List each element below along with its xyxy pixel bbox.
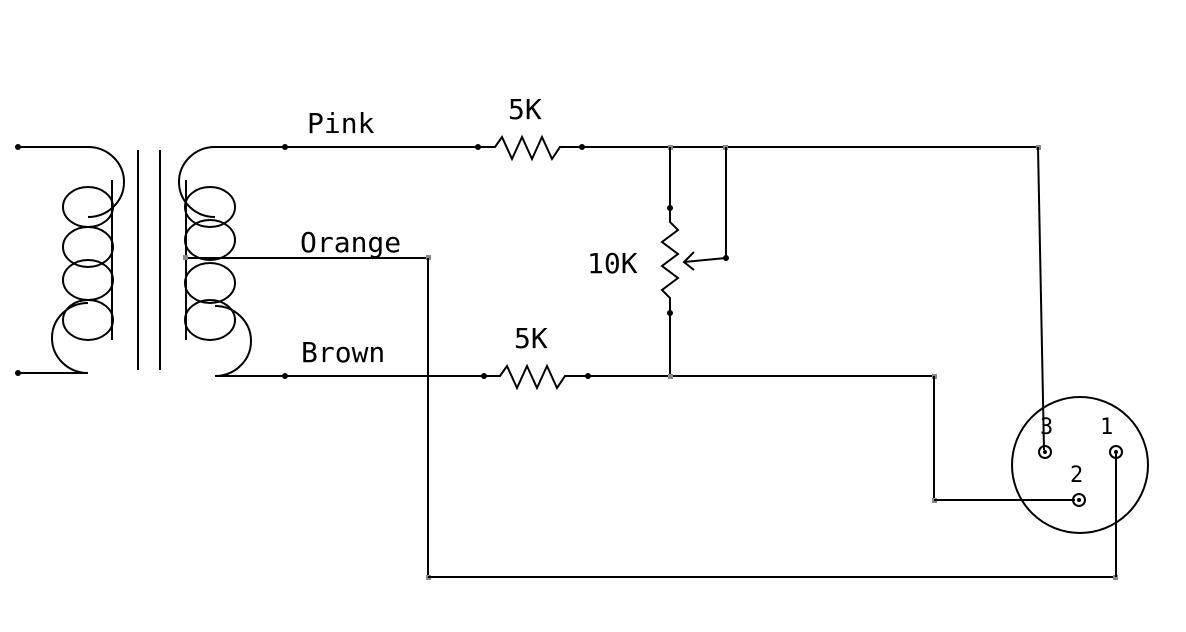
brown-wire — [282, 373, 487, 379]
orange-wire-label: Orange — [300, 226, 401, 259]
brown-wire-label: Brown — [301, 336, 385, 369]
xlr-pin-2 — [1072, 493, 1086, 507]
xlr-pin-1 — [1109, 445, 1123, 459]
pink-wire — [282, 144, 481, 150]
resistor-bottom-5k — [484, 363, 591, 391]
xlr-pin-2-label: 2 — [1070, 463, 1083, 488]
xlr-pin-3-label: 3 — [1040, 415, 1053, 440]
resistor-top-label: 5K — [508, 93, 542, 126]
top-rail-wire — [582, 145, 1041, 150]
bottom-rail-wire — [588, 374, 1075, 503]
xlr-connector: 3 1 2 — [1011, 396, 1149, 534]
resistor-top-5k — [478, 134, 585, 162]
resistor-bottom-label: 5K — [514, 322, 548, 355]
orange-wire — [183, 255, 1118, 580]
transformer-core — [137, 150, 161, 370]
pink-wire-label: Pink — [307, 107, 375, 140]
xlr-pin-3 — [1038, 445, 1052, 459]
potentiometer-label: 10K — [587, 247, 638, 280]
pin3-wire — [1037, 146, 1045, 451]
transformer-secondary-winding — [178, 146, 285, 377]
xlr-pin-1-label: 1 — [1100, 415, 1113, 440]
potentiometer-10k — [660, 147, 729, 376]
transformer-primary-winding — [15, 144, 125, 376]
